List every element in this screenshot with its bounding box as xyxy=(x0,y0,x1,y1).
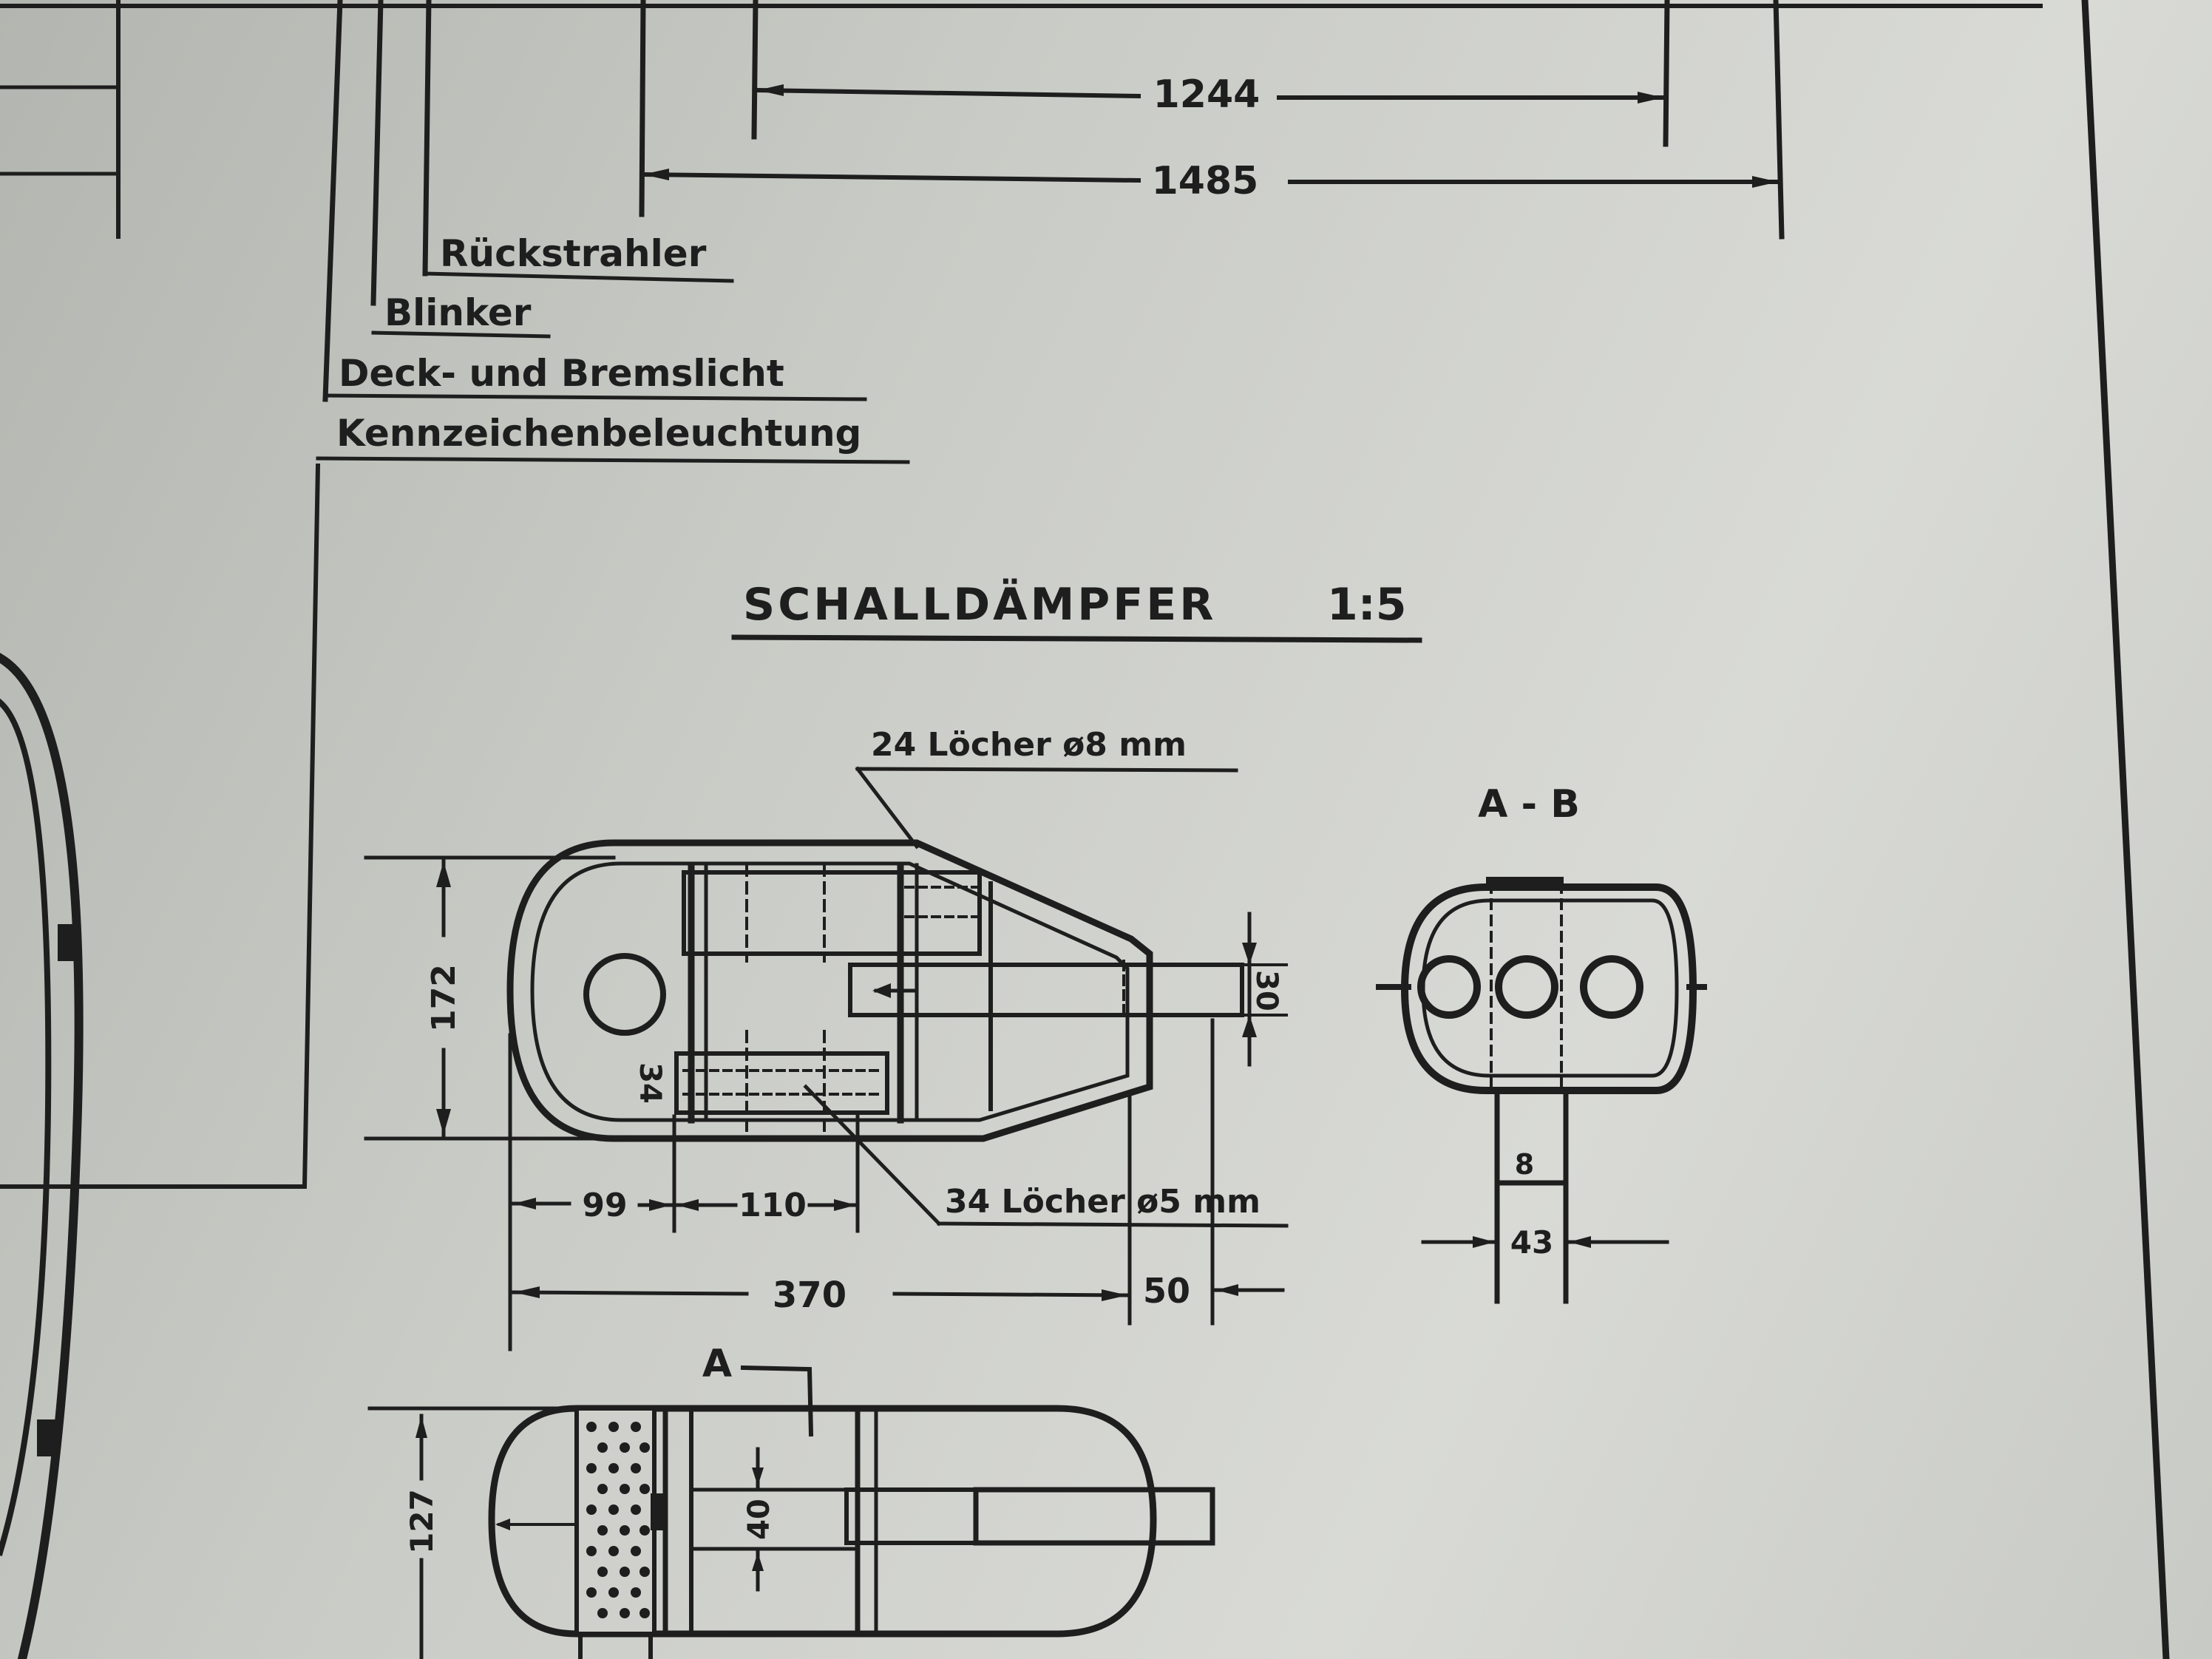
title-block: SCHALLDÄMPFER 1:5 xyxy=(731,577,1422,643)
left-partial-frame xyxy=(0,653,84,1659)
callout-blinker: Blinker xyxy=(384,291,532,334)
lamp-callouts: Rückstrahler Blinker Deck- und Bremslich… xyxy=(0,232,910,1189)
dimension-label-50: 50 xyxy=(1143,1271,1190,1311)
callout-34-holes: 34 Löcher ø5 mm xyxy=(945,1183,1261,1221)
section-label-a-b: A - B xyxy=(1478,782,1580,827)
muffler-side-view xyxy=(506,839,1244,1142)
dimension-label-127: 127 xyxy=(404,1489,440,1554)
dimension-label-43: 43 xyxy=(1510,1224,1553,1261)
title-scale: 1:5 xyxy=(1327,579,1407,631)
hole-callouts: 24 Löcher ø8 mm 34 Löcher ø5 mm xyxy=(803,726,1289,1228)
side-view-dimensions: 172 30 34 99 110 370 xyxy=(364,855,1288,1351)
section-marker-a: A xyxy=(702,1342,732,1386)
dimension-label-8: 8 xyxy=(1515,1148,1534,1181)
dimension-label-99: 99 xyxy=(582,1187,627,1224)
dimension-label-370: 370 xyxy=(773,1275,847,1316)
top-frame-lines xyxy=(0,0,2043,402)
muffler-top-view: A 40 xyxy=(367,1342,1215,1659)
callout-rueckstrahler: Rückstrahler xyxy=(440,232,707,275)
dimension-label-110: 110 xyxy=(739,1187,807,1224)
dimension-label-1244: 1244 xyxy=(1153,72,1261,117)
callout-24-holes: 24 Löcher ø8 mm xyxy=(871,726,1187,764)
callout-kennzeichen: Kennzeichenbeleuchtung xyxy=(336,412,861,455)
dimension-label-1485: 1485 xyxy=(1152,159,1259,203)
section-a-b: A - B 8 43 xyxy=(1376,782,1707,1304)
dimension-label-172: 172 xyxy=(425,964,463,1032)
dimension-label-40: 40 xyxy=(742,1499,776,1540)
perforation-pattern xyxy=(586,1422,650,1618)
callout-deck-bremslicht: Deck- und Bremslicht xyxy=(339,352,784,395)
title-schalldaempfer: SCHALLDÄMPFER xyxy=(743,577,1216,631)
dimension-1485: 1485 xyxy=(640,159,1780,203)
sheet-border xyxy=(2081,0,2170,1659)
dimension-label-34: 34 xyxy=(633,1062,667,1104)
dimension-1244: 1244 xyxy=(755,72,1666,117)
dimension-label-30: 30 xyxy=(1249,970,1283,1011)
